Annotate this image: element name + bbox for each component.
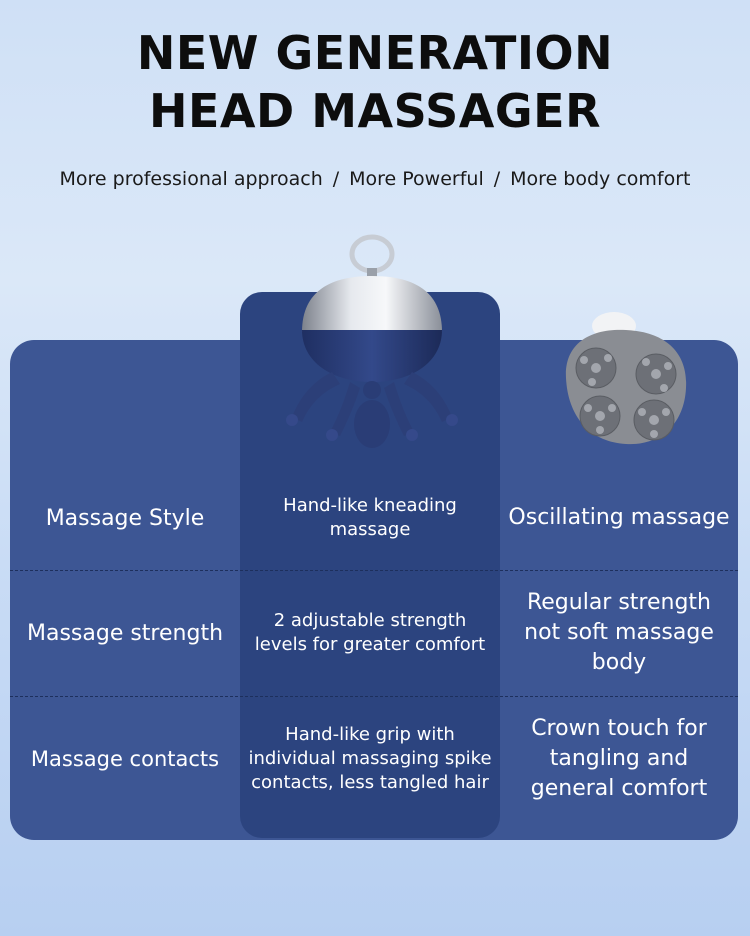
row-label-massage-style: Massage Style: [45, 505, 205, 531]
page-title: NEW GENERATION HEAD MASSAGER: [0, 24, 750, 140]
subtitle-item-2: More Powerful: [349, 168, 484, 190]
title-line-2: HEAD MASSAGER: [149, 84, 601, 138]
row-divider: [10, 696, 738, 697]
four-node-scalp-massager-icon: [556, 308, 696, 458]
subtitle-item-3: More body comfort: [510, 168, 691, 190]
row-label-massage-strength: Massage strength: [26, 620, 224, 646]
subtitle-separator: /: [332, 168, 340, 190]
row-label-massage-contacts: Massage contacts: [30, 747, 220, 771]
other-product-massage-contacts: Crown touch for tangling and general com…: [530, 716, 708, 801]
subtitle-separator: /: [493, 168, 501, 190]
other-product-massage-strength: Regular strength not soft massage body: [524, 590, 714, 675]
new-product-massage-strength: 2 adjustable strength levels for greater…: [254, 610, 486, 655]
new-product-massage-contacts: Hand-like grip with individual massaging…: [248, 724, 492, 793]
other-product-massage-style: Oscillating massage: [508, 505, 730, 530]
title-line-1: NEW GENERATION: [136, 26, 614, 80]
row-divider: [10, 570, 738, 571]
subtitle-item-1: More professional approach: [59, 168, 323, 190]
new-product-massage-style: Hand-like kneading massage: [283, 495, 457, 540]
subtitle: More professional approach / More Powerful…: [0, 168, 750, 190]
octopus-head-massager-icon: [272, 232, 472, 462]
